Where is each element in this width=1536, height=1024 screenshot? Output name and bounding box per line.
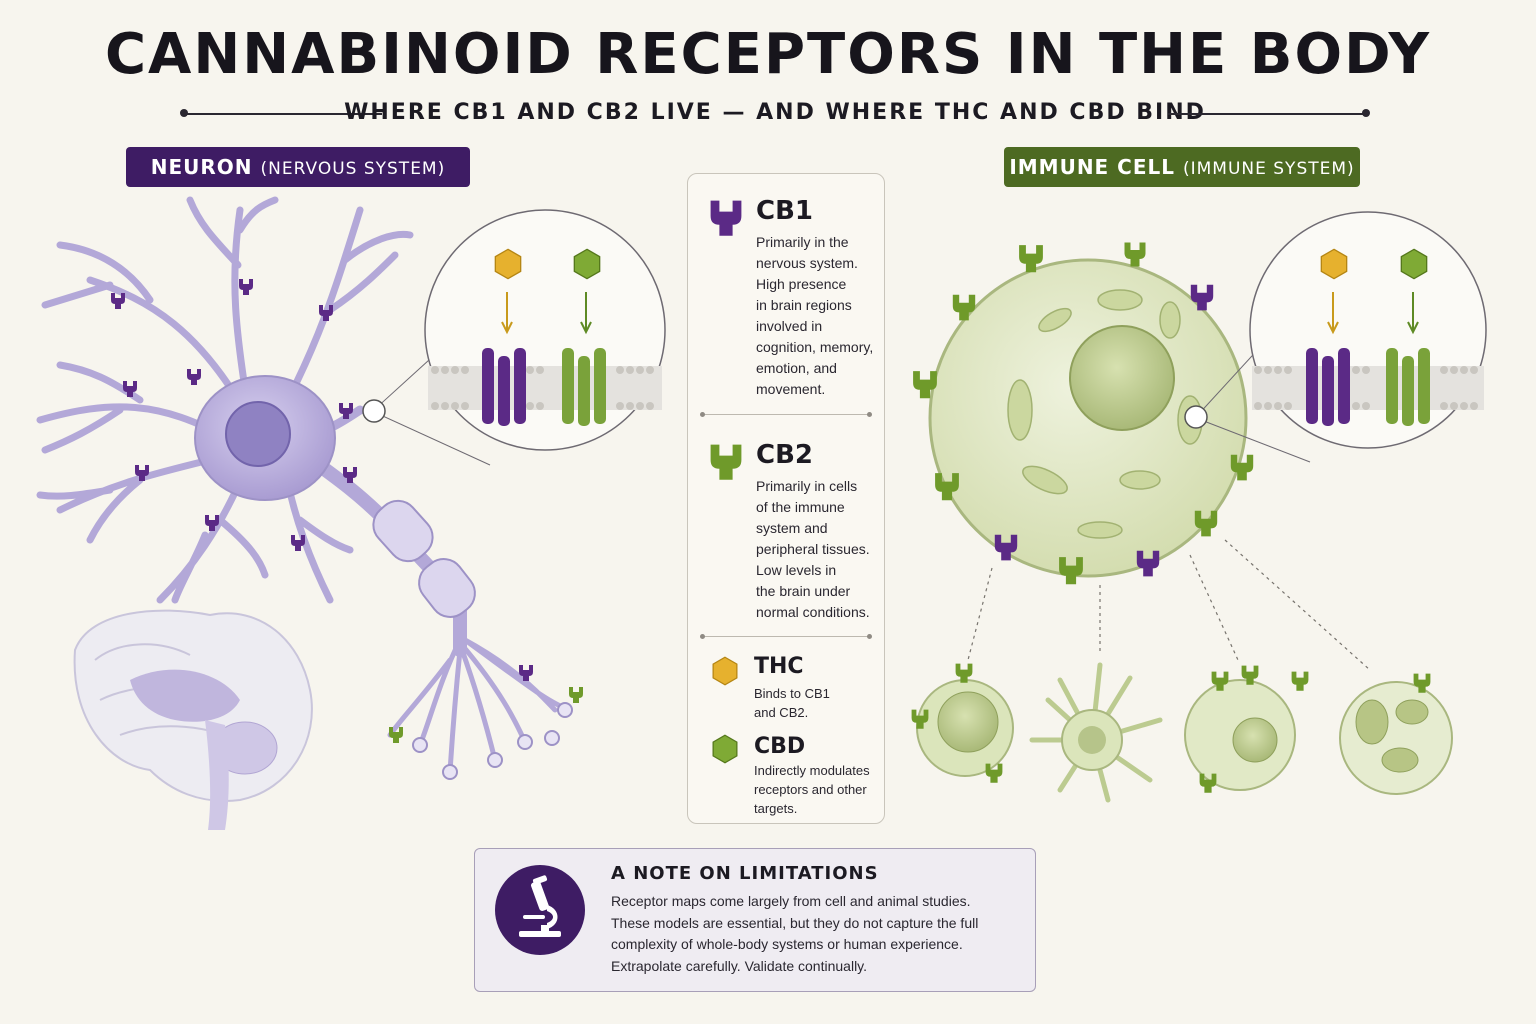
cbd-hexagon-icon [712,734,738,764]
text-line: peripheral tissues. [756,541,870,557]
subtitle-bar: WHERE CB1 AND CB2 LIVE — AND WHERE THC A… [180,100,1370,128]
immune-cell-types-connectors [967,539,1371,671]
cb1-receptor-icon [710,200,742,236]
text-line: complexity of whole-body systems or huma… [611,936,963,952]
neuron-axon [298,448,467,657]
note-text: Receptor maps come largely from cell and… [611,891,1021,977]
rule-dot-left [180,109,188,117]
text-line: system and [756,520,828,536]
text-line: the brain under [756,583,851,599]
microscope-glyph [519,875,561,937]
text-line: High presence [756,276,847,292]
text-line: movement. [756,381,826,397]
immune-cell-nucleus [1069,325,1175,431]
text-line: and CB2. [754,705,809,720]
cb1-heading: CB1 [756,196,813,226]
rule-dot-right [1362,109,1370,117]
axon-terminals [387,637,568,775]
macrophage-cell [1184,665,1309,793]
neuron-zoom-callout [362,209,666,466]
cb2-heading: CB2 [756,440,813,470]
brain-illustration [73,609,313,830]
page-title: CANNABINOID RECEPTORS IN THE BODY [104,22,1432,87]
text-line: receptors and other [754,782,867,797]
text-line: targets. [754,801,798,816]
immune-cell-organelles [1007,289,1203,539]
legend-divider [700,412,872,417]
terminal-boutons [412,702,573,780]
text-line: Primarily in cells [756,478,858,494]
microscope-icon [495,865,585,955]
rule-left [186,113,382,115]
text-line: These models are essential, but they do … [611,914,979,931]
text-line: cognition, memory, [756,339,874,355]
text-line: in brain regions [756,297,852,313]
text-line: Low levels in [756,562,837,578]
cb2-receptor-icon [710,444,742,480]
text-line: Binds to CB1 [754,686,830,701]
cbd-description: Indirectly modulates receptors and other t… [754,761,870,818]
thc-description: Binds to CB1 and CB2. [754,684,830,722]
cb1-description: Primarily in the nervous system. High pres… [756,232,873,400]
note-title: A NOTE ON LIMITATIONS [611,863,879,884]
immune-zoom-callout [1184,211,1487,463]
dendritic-cell [1029,662,1163,803]
text-line: Extrapolate carefully. Validate continua… [611,957,868,974]
lymphocyte-cell [911,663,1014,783]
neuron-sublabel: (NERVOUS SYSTEM) [260,159,446,179]
text-line: involved in [756,318,823,334]
thc-hexagon-icon [712,656,738,686]
text-line: emotion, and [756,360,837,376]
legend-panel: CB1 Primarily in the nervous system. High … [687,173,885,824]
neuron-panel-label: NEURON (NERVOUS SYSTEM) [126,147,470,187]
text-line: Indirectly modulates [754,763,870,778]
immune-label: IMMUNE CELL [1009,155,1176,179]
text-line: of the immune [756,499,845,515]
legend-divider [700,634,872,639]
cbd-heading: CBD [754,734,806,759]
immune-sublabel: (IMMUNE SYSTEM) [1182,159,1355,179]
text-line: nervous system. [756,255,858,271]
limitations-note: A NOTE ON LIMITATIONS Receptor maps come… [474,848,1036,992]
text-line: Primarily in the [756,234,849,250]
neutrophil-cell [1339,673,1453,795]
neuron-nucleus [225,401,291,467]
text-line: normal conditions. [756,604,870,620]
thc-heading: THC [754,654,804,679]
text-line: Receptor maps come largely from cell and… [611,893,971,909]
page-subtitle: WHERE CB1 AND CB2 LIVE — AND WHERE THC A… [344,100,1206,125]
neuron-label: NEURON [150,155,253,179]
myelin-sheaths [372,499,476,618]
immune-panel-label: IMMUNE CELL (IMMUNE SYSTEM) [1004,147,1360,187]
rule-right [1168,113,1364,115]
cb2-description: Primarily in cells of the immune system an… [756,476,870,623]
